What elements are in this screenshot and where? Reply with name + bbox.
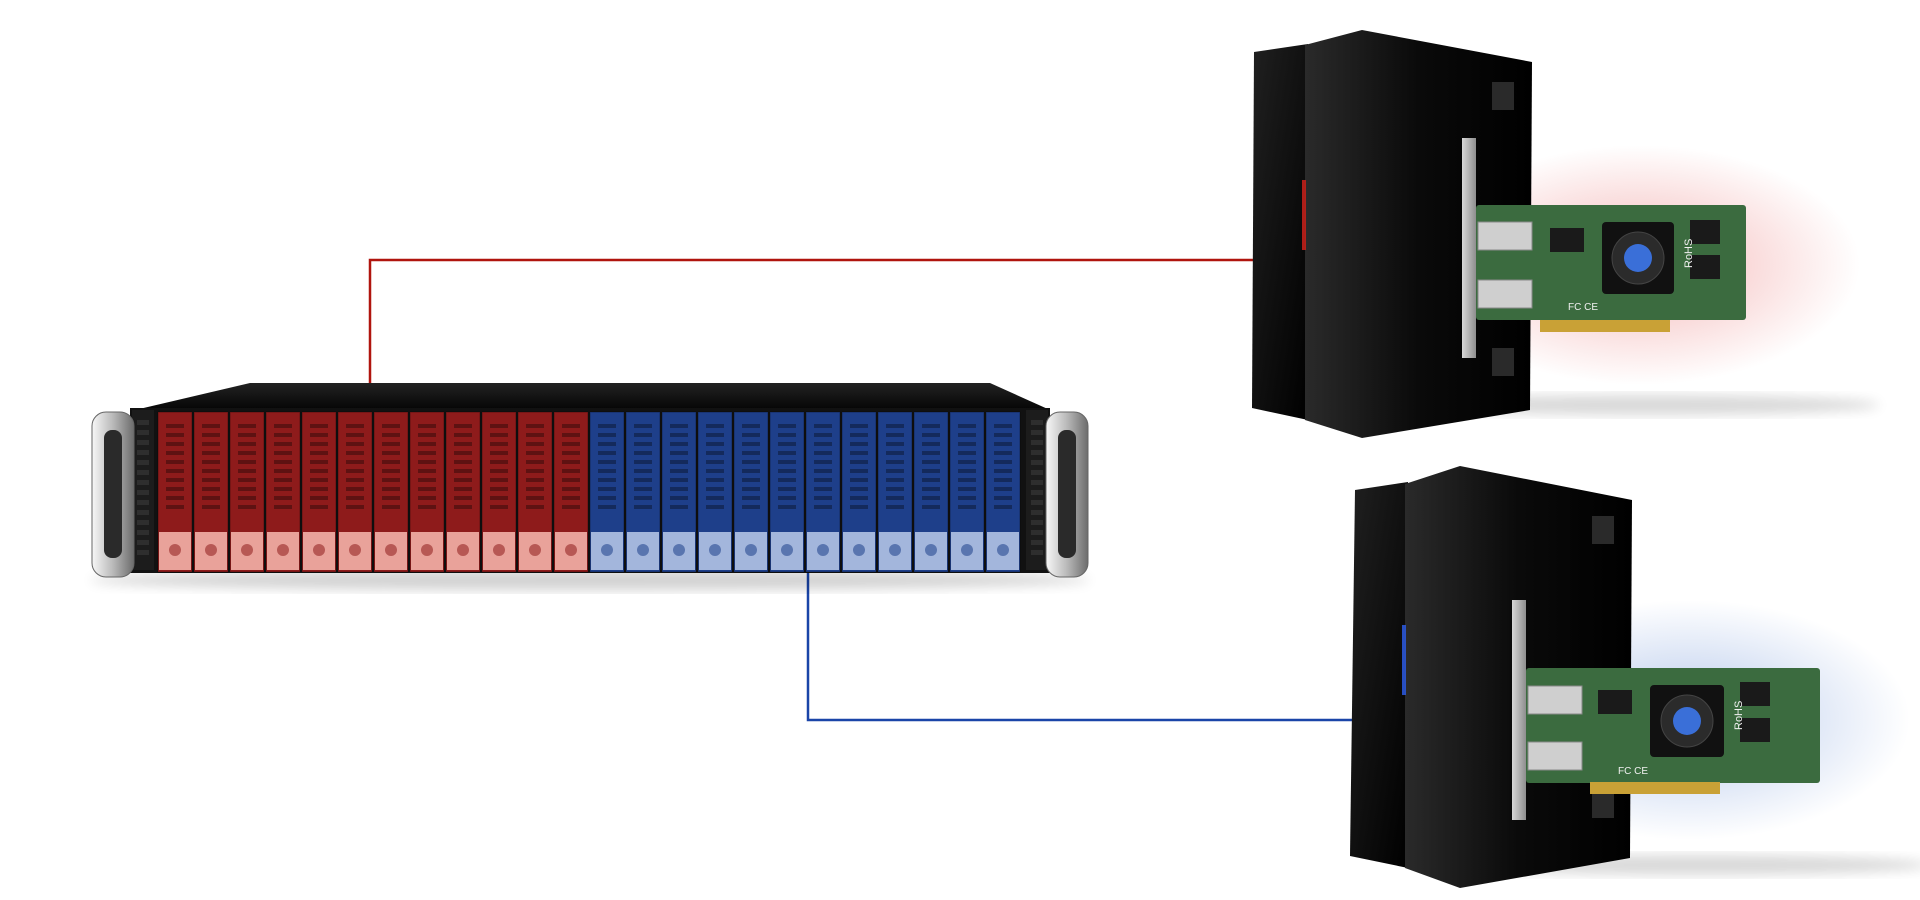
drive-bay-blue-11[interactable]	[949, 411, 985, 573]
drive-bay-blue-6[interactable]	[769, 411, 805, 573]
bay-latch-icon	[745, 544, 757, 556]
bay-latch-icon	[853, 544, 865, 556]
enclosure-top-cover	[135, 383, 1050, 410]
card-port-1[interactable]	[1477, 221, 1533, 251]
drive-bay-red-3[interactable]	[229, 411, 265, 573]
fan-hub-icon	[1624, 244, 1652, 272]
bay-latch-icon	[565, 544, 577, 556]
bay-latch-icon	[457, 544, 469, 556]
storage-enclosure	[90, 383, 1090, 590]
card-port-2[interactable]	[1527, 741, 1583, 771]
drive-bay-blue-1[interactable]	[589, 411, 625, 573]
card-cert-label: FC CE	[1568, 302, 1598, 313]
bay-latch-icon	[601, 544, 613, 556]
drive-bay-blue-3[interactable]	[661, 411, 697, 573]
drive-bay-red-8[interactable]	[409, 411, 445, 573]
server-tower-side	[1252, 44, 1308, 420]
drive-bay-blue-12[interactable]	[985, 411, 1021, 573]
drive-bay-red-10[interactable]	[481, 411, 517, 573]
drive-bay-red-1[interactable]	[157, 411, 193, 573]
drive-bay-blue-5[interactable]	[733, 411, 769, 573]
card-rohs-label: RoHS	[1683, 239, 1695, 268]
link-line-red	[368, 258, 1470, 420]
drive-bay-blue-2[interactable]	[625, 411, 661, 573]
card-bracket	[1462, 138, 1476, 358]
fan-hub-icon	[1673, 707, 1701, 735]
host-server-top: RoHS FC CE	[1252, 30, 1880, 438]
drive-bay-red-4[interactable]	[265, 411, 301, 573]
drive-bay-group-red	[157, 411, 589, 573]
host-server-bottom: RoHS FC CE	[1350, 466, 1920, 888]
rack-handle-right[interactable]	[1045, 411, 1089, 578]
drive-bay-blue-10[interactable]	[913, 411, 949, 573]
card-bracket	[1512, 600, 1526, 820]
bay-latch-icon	[205, 544, 217, 556]
link-line-blue	[806, 568, 1520, 722]
server-vent-grille	[1492, 82, 1514, 376]
bay-latch-icon	[637, 544, 649, 556]
bay-latch-icon	[889, 544, 901, 556]
bay-latch-icon	[385, 544, 397, 556]
rack-handle-left[interactable]	[91, 411, 135, 578]
server-status-light-blue	[1402, 625, 1406, 695]
bay-latch-icon	[709, 544, 721, 556]
drive-bay-blue-9[interactable]	[877, 411, 913, 573]
bay-latch-icon	[997, 544, 1009, 556]
bay-latch-icon	[349, 544, 361, 556]
card-rohs-label: RoHS	[1733, 701, 1745, 730]
drive-bay-group-blue	[589, 411, 1021, 573]
bay-latch-icon	[313, 544, 325, 556]
server-vent-grille	[1592, 516, 1614, 818]
bay-latch-icon	[961, 544, 973, 556]
drive-bay-red-11[interactable]	[517, 411, 553, 573]
bay-latch-icon	[493, 544, 505, 556]
bay-latch-icon	[529, 544, 541, 556]
drive-bay-blue-4[interactable]	[697, 411, 733, 573]
drive-bay-red-7[interactable]	[373, 411, 409, 573]
drive-bay-blue-7[interactable]	[805, 411, 841, 573]
raid-controller-card-top: RoHS FC CE	[1462, 138, 1746, 358]
bay-latch-icon	[241, 544, 253, 556]
drive-bay-blue-8[interactable]	[841, 411, 877, 573]
card-port-1[interactable]	[1527, 685, 1583, 715]
bay-latch-icon	[277, 544, 289, 556]
bay-latch-icon	[781, 544, 793, 556]
bay-latch-icon	[421, 544, 433, 556]
drive-bay-red-6[interactable]	[337, 411, 373, 573]
raid-controller-card-bottom: RoHS FC CE	[1512, 600, 1820, 820]
server-tower-side	[1350, 482, 1408, 868]
server-status-light-red	[1302, 180, 1306, 250]
drive-bay-red-12[interactable]	[553, 411, 589, 573]
drive-bay-red-2[interactable]	[193, 411, 229, 573]
bay-latch-icon	[169, 544, 181, 556]
bay-latch-icon	[817, 544, 829, 556]
drive-bay-red-5[interactable]	[301, 411, 337, 573]
card-cert-label: FC CE	[1618, 766, 1648, 777]
card-port-2[interactable]	[1477, 279, 1533, 309]
bay-latch-icon	[925, 544, 937, 556]
drive-bay-red-9[interactable]	[445, 411, 481, 573]
bay-latch-icon	[673, 544, 685, 556]
